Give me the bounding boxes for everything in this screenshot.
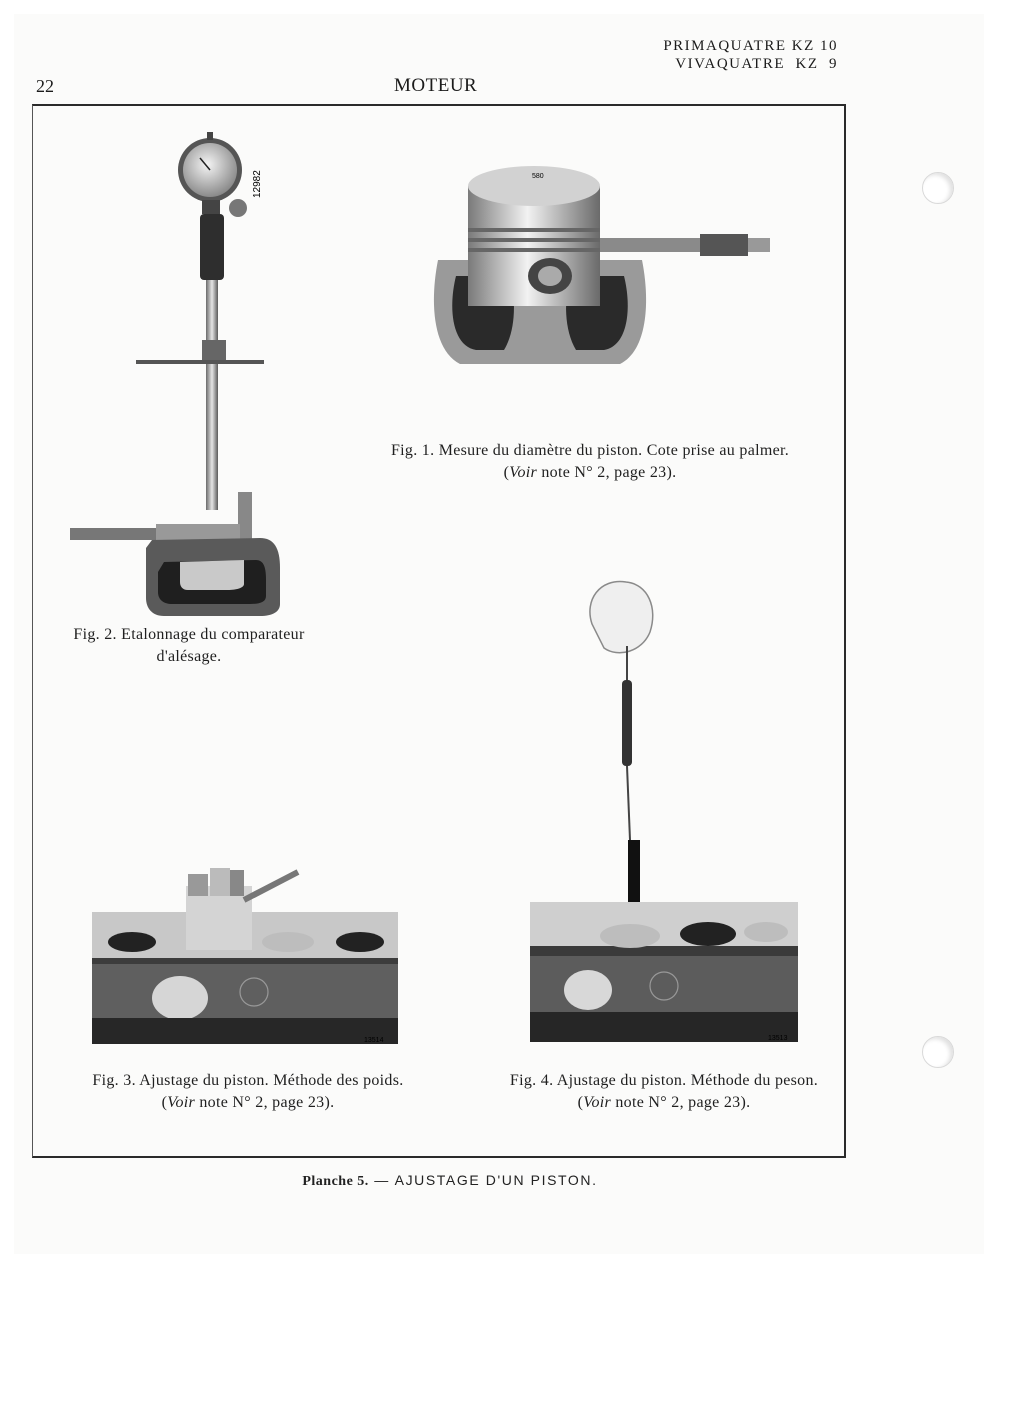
- fig2-caption-line2: d'alésage.: [156, 648, 222, 665]
- fig2-photo-number: 12982: [252, 170, 263, 198]
- fig3-weights-illustration: 13514: [92, 868, 398, 1044]
- fig2-caption-line1: Fig. 2. Etalonnage du comparateur: [73, 626, 305, 643]
- plate-caption: Planche 5. — AJUSTAGE D'UN PISTON.: [0, 1172, 900, 1190]
- section-title: MOTEUR: [394, 75, 478, 96]
- fig1-caption: Fig. 1. Mesure du diamètre du piston. Co…: [350, 440, 830, 484]
- fig1-caption-line1: Fig. 1. Mesure du diamètre du piston. Co…: [390, 442, 790, 459]
- fig3-caption-line1: Fig. 3. Ajustage du piston. Méthode des …: [92, 1072, 404, 1089]
- plate-caption-dash: —: [368, 1172, 395, 1188]
- binder-hole-top: [922, 172, 954, 204]
- fig3-photo-number: 13514: [364, 1037, 384, 1044]
- fig4-caption: Fig. 4. Ajustage du piston. Méthode du p…: [482, 1070, 846, 1114]
- fig4-photo-number: 13513: [768, 1035, 788, 1042]
- fig3-caption: Fig. 3. Ajustage du piston. Méthode des …: [66, 1070, 430, 1114]
- page-number: 22: [36, 76, 54, 96]
- model-line-primaquatre: PRIMAQUATRE KZ 10: [663, 38, 838, 54]
- fig2-bore-gauge-illustration: 12982: [70, 132, 280, 616]
- plate-caption-title: AJUSTAGE D'UN PISTON.: [394, 1172, 598, 1188]
- fig4-caption-line1: Fig. 4. Ajustage du piston. Méthode du p…: [509, 1072, 819, 1089]
- fig4-spring-balance-illustration: 13513: [530, 580, 798, 1042]
- fig4-caption-note: (Voir note N° 2, page 23).: [577, 1094, 751, 1111]
- binder-hole-bottom: [922, 1036, 954, 1068]
- fig1-piston-engraving: 580: [532, 173, 544, 180]
- plate-caption-label: Planche 5.: [302, 1174, 369, 1189]
- fig1-caption-note: (Voir note N° 2, page 23).: [503, 464, 677, 481]
- fig3-caption-note: (Voir note N° 2, page 23).: [161, 1094, 335, 1111]
- plate-frame: [32, 104, 846, 1158]
- model-line-vivaquatre: VIVAQUATRE KZ 9: [675, 56, 838, 72]
- fig1-piston-micrometer-illustration: 580: [433, 166, 770, 364]
- fig2-caption: Fig. 2. Etalonnage du comparateur d'alés…: [50, 624, 328, 668]
